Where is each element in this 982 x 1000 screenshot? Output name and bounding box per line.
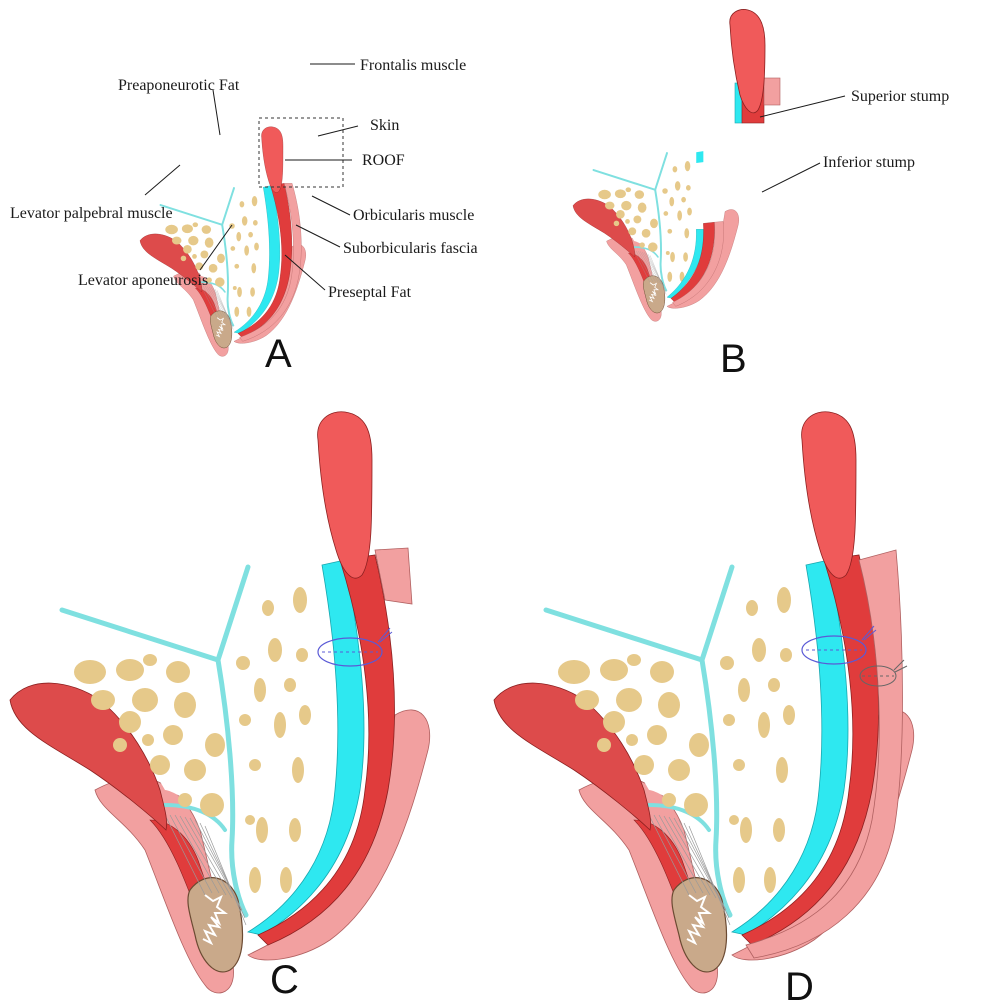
panel-letter-b: B [720, 337, 747, 381]
label-superior-stump: Superior stump [851, 88, 949, 105]
label-levator-aponeurosis: Levator aponeurosis [78, 272, 208, 289]
label-skin: Skin [370, 117, 399, 134]
panel-letter-c: C [270, 958, 299, 1000]
label-roof: ROOF [362, 152, 405, 169]
leader-inferior-stump [762, 163, 820, 192]
superior-stump-drawing [730, 10, 780, 123]
panel-letter-a: A [265, 332, 292, 376]
label-orbicularis-muscle: Orbicularis muscle [353, 207, 474, 224]
label-frontalis-muscle: Frontalis muscle [360, 57, 466, 74]
leader-suborbicularis [296, 225, 340, 247]
label-levator-palpebral-muscle: Levator palpebral muscle [10, 205, 173, 222]
label-preseptal-fat: Preseptal Fat [328, 284, 412, 301]
panel-c: C [10, 412, 430, 1000]
leader-orbicularis [312, 196, 350, 215]
leader-levator-palpebral [145, 165, 180, 195]
leader-skin [318, 126, 358, 136]
panel-letter-d: D [785, 965, 814, 1000]
leader-preaponeurotic-fat [213, 90, 220, 135]
panel-a: Frontalis muscle Preaponeurotic Fat Skin… [10, 57, 478, 376]
panel-d: D [494, 412, 914, 1000]
label-suborbicularis-fascia: Suborbicularis fascia [343, 240, 478, 257]
panel-b: Superior stump Inferior stump B [573, 10, 949, 381]
label-inferior-stump: Inferior stump [823, 154, 915, 171]
label-preaponeurotic-fat: Preaponeurotic Fat [118, 77, 240, 94]
